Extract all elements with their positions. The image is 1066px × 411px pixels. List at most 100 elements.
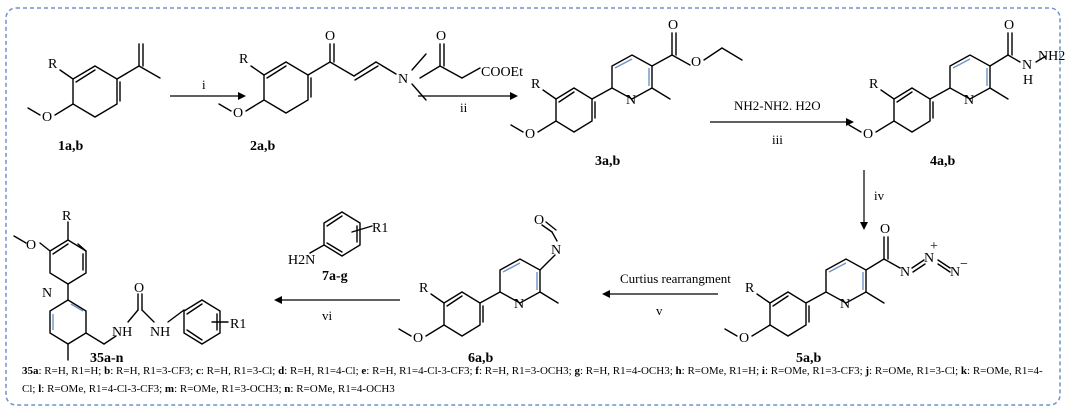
- legend-entry-text: : R=OMe, R1=4-OCH3: [290, 383, 395, 395]
- legend-entry-id: e: [361, 365, 367, 377]
- legend-entry: n: R=OMe, R1=4-OCH3: [284, 383, 395, 395]
- reagent-ethyl-acetoacetate: O COOEt: [419, 29, 523, 80]
- azide-n1: N: [900, 265, 910, 280]
- ketone-oxygen: O: [436, 29, 446, 44]
- urea-nh-1: NH: [112, 325, 132, 340]
- oxygen-label: O: [525, 127, 535, 142]
- arrowhead-i: [238, 92, 246, 100]
- oxygen-label: O: [26, 238, 36, 253]
- azide-n3: N: [950, 265, 960, 280]
- legend-entry: k: R=OMe, R1=4-Cl;: [22, 365, 1043, 395]
- compound-4: O N H NH2 N R O 4a,b: [848, 18, 1065, 169]
- ester-group: COOEt: [481, 65, 523, 80]
- compound-label-6ab: 6a,b: [468, 351, 494, 366]
- compound-label-35an: 35a-n: [90, 351, 124, 366]
- legend-entry: m: R=OMe, R1=3-OCH3;: [165, 383, 284, 395]
- r1-substituent: R1: [230, 317, 246, 332]
- oxygen-label: O: [863, 127, 873, 142]
- legend-entry-id: j: [865, 365, 870, 377]
- pyridine-nitrogen: N: [840, 297, 850, 312]
- legend-entry-id: d: [278, 365, 285, 377]
- carbonyl-oxygen: O: [1004, 18, 1014, 33]
- legend-entry-id: l: [38, 383, 42, 395]
- legend-entry-text: : R=OMe, R1=3-Cl;: [869, 365, 961, 377]
- compound-5: O N N + N − N R O 5a,b: [724, 222, 968, 366]
- hydrazide-h: H: [1023, 73, 1033, 88]
- compound-2: O N R O 2a,b: [218, 29, 427, 154]
- legend-entry: j: R=OMe, R1=3-Cl;: [865, 365, 961, 377]
- compound-1: R O 1a,b: [27, 43, 161, 154]
- r-group-label: R: [239, 52, 249, 67]
- legend-entry: h: R=OMe, R1=H;: [676, 365, 762, 377]
- arrowhead-ii: [510, 92, 518, 100]
- legend-entry: d: R=H, R1=4-Cl;: [278, 365, 361, 377]
- azide-n2: N: [924, 251, 934, 266]
- ester-oxygen: O: [691, 55, 701, 70]
- legend-entry: e: R=H, R1=4-Cl-3-CF3;: [361, 365, 475, 377]
- oxygen-label: O: [739, 331, 749, 346]
- legend-entry: c: R=H, R1=3-Cl;: [196, 365, 278, 377]
- legend-entry-text: : R=OMe, R1=H;: [681, 365, 762, 377]
- legend-entry: 35a: R=H, R1=H;: [22, 365, 104, 377]
- legend-entry-id: 35a: [22, 365, 39, 377]
- legend-entry-id: f: [475, 365, 479, 377]
- legend-entry-id: k: [960, 365, 968, 377]
- legend-entry-text: : R=H, R1=3-CF3;: [110, 365, 196, 377]
- pyridine-nitrogen: N: [626, 93, 636, 108]
- pyridine-nitrogen: N: [964, 93, 974, 108]
- reagent-hydrazine-hydrate: NH2-NH2. H2O: [734, 98, 821, 113]
- urea-nh-2: NH: [150, 325, 170, 340]
- legend-entry-id: h: [675, 365, 682, 377]
- legend-entry-text: : R=OMe, R1=4-Cl;: [22, 365, 1043, 395]
- compound-35: R O N NH O NH R1 35a-n: [13, 209, 246, 366]
- legend-entry: l: R=OMe, R1=4-Cl-3-CF3;: [38, 383, 165, 395]
- arrowhead-iv: [860, 222, 868, 230]
- urea-oxygen: O: [134, 281, 144, 296]
- r-group-label: R: [48, 57, 58, 72]
- condition-iii: iii: [772, 132, 783, 147]
- compound-6: N O N R O 6a,b: [398, 213, 561, 366]
- azide-plus: +: [930, 239, 938, 254]
- amino-group: NH2: [1038, 49, 1065, 64]
- r-group-label: R: [419, 281, 429, 296]
- legend-entry: i: R=OMe, R1=3-CF3;: [762, 365, 865, 377]
- condition-ii: ii: [460, 100, 468, 115]
- r-group-label: R: [62, 209, 72, 224]
- compound-7: H2N R1 7a-g: [288, 211, 388, 284]
- pyridine-nitrogen: N: [42, 286, 52, 301]
- legend-entry: b: R=H, R1=3-CF3;: [104, 365, 196, 377]
- legend-entry-text: : R=H, R1=4-Cl;: [284, 365, 362, 377]
- legend-entry-id: n: [284, 383, 291, 395]
- condition-vi: vi: [322, 308, 333, 323]
- oxygen-label: O: [42, 110, 52, 125]
- condition-v: v: [656, 303, 663, 318]
- nitrogen-label: N: [398, 72, 408, 87]
- arrowhead-v: [602, 290, 610, 298]
- pyridine-nitrogen: N: [514, 297, 524, 312]
- legend-entry-text: : R=OMe, R1=4-Cl-3-CF3;: [41, 383, 165, 395]
- scheme-frame: [5, 7, 1061, 406]
- r-group-label: R: [745, 281, 755, 296]
- oxygen-label: O: [413, 331, 423, 346]
- legend-entry-text: : R=H, R1=4-OCH3;: [579, 365, 676, 377]
- isocyanate-n: N: [551, 243, 561, 258]
- legend-entry-id: m: [164, 383, 175, 395]
- compound-label-5ab: 5a,b: [796, 351, 822, 366]
- legend-entry-text: : R=H, R1=3-OCH3;: [478, 365, 575, 377]
- curtius-rearrangement-label: Curtius rearrangment: [620, 271, 731, 286]
- azide-minus: −: [960, 257, 968, 272]
- r1-substituent: R1: [372, 221, 388, 236]
- legend-entry-text: : R=H, R1=H;: [38, 365, 105, 377]
- carbonyl-oxygen: O: [668, 18, 678, 33]
- arrowhead-iii: [846, 118, 854, 126]
- substituent-legend: 35a: R=H, R1=H; b: R=H, R1=3-CF3; c: R=H…: [22, 362, 1052, 398]
- legend-entry-id: i: [761, 365, 765, 377]
- legend-entry-text: : R=OMe, R1=3-CF3;: [764, 365, 866, 377]
- legend-entry-text: : R=H, R1=3-Cl;: [200, 365, 279, 377]
- r-group-label: R: [869, 77, 879, 92]
- isocyanate-o: O: [534, 213, 544, 228]
- condition-i: i: [202, 77, 206, 92]
- compound-label-3ab: 3a,b: [595, 154, 621, 169]
- legend-entry-text: : R=OMe, R1=3-OCH3;: [174, 383, 285, 395]
